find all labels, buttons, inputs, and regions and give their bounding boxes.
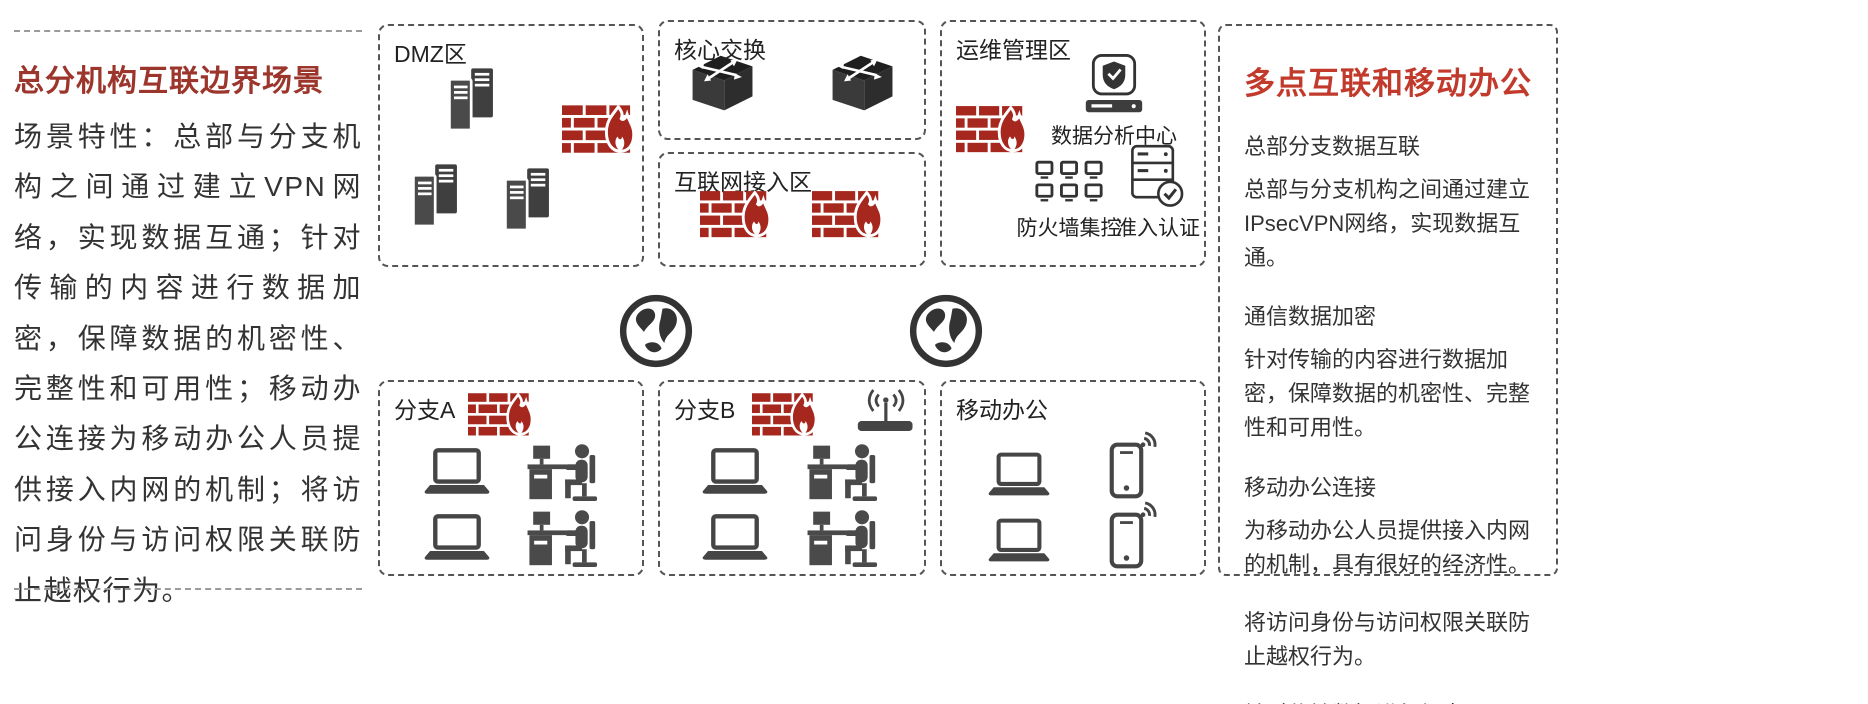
wireless-ap-icon bbox=[856, 388, 918, 434]
server-icon bbox=[500, 168, 558, 234]
workstation-user-icon bbox=[526, 440, 608, 502]
firewall-icon bbox=[562, 104, 636, 160]
laptop-icon bbox=[702, 514, 768, 562]
section-body: 总部与分支机构之间通过建立IPsecVPN网络，实现数据互通。 bbox=[1244, 177, 1531, 271]
right-panel-section: 总部分支数据互联 总部与分支机构之间通过建立IPsecVPN网络，实现数据互通。 bbox=[1244, 129, 1532, 275]
server-check-icon bbox=[1128, 144, 1186, 210]
access-auth-label: 准入认证 bbox=[1116, 217, 1200, 240]
zone-internet-access-label: 互联网接入区 bbox=[674, 169, 812, 195]
zone-mobile-office: 移动办公 bbox=[940, 380, 1206, 576]
workstation-user-icon bbox=[806, 506, 888, 568]
zone-branch-a-label: 分支A bbox=[394, 397, 456, 423]
switch-icon bbox=[822, 52, 896, 116]
smartphone-icon bbox=[1106, 430, 1158, 500]
firewall-icon bbox=[468, 392, 534, 442]
switch-icon bbox=[682, 52, 756, 116]
firewall-icon bbox=[812, 190, 884, 244]
left-panel-bottom-divider bbox=[14, 588, 362, 590]
section-body: 针对传输的内容进行数据加密，保障数据的机密性、完整性和可用性。 bbox=[1244, 347, 1531, 441]
laptop-icon bbox=[988, 518, 1050, 564]
right-panel-section: 通信数据加密 针对传输的内容进行数据加密，保障数据的机密性、完整性和可用性。 bbox=[1244, 299, 1532, 445]
right-panel-title: 多点互联和移动办公 bbox=[1244, 66, 1532, 101]
globe-icon bbox=[909, 294, 983, 368]
server-icon bbox=[444, 68, 502, 134]
cluster-grid-icon bbox=[1034, 160, 1104, 206]
zone-core-switch: 核心交换 bbox=[658, 20, 926, 140]
section-heading: 通信数据加密 bbox=[1244, 304, 1377, 330]
shield-server-icon bbox=[1074, 54, 1154, 116]
zone-dmz: DMZ区 bbox=[378, 24, 644, 267]
section-body: 针对传输数据进行加密。 bbox=[1244, 698, 1532, 704]
workstation-user-icon bbox=[806, 440, 888, 502]
laptop-icon bbox=[424, 448, 490, 496]
firewall-icon bbox=[752, 392, 818, 442]
section-body: 将访问身份与访问权限关联防止越权行为。 bbox=[1244, 609, 1531, 669]
laptop-icon bbox=[988, 452, 1050, 498]
right-panel-section: 将访问身份与访问权限关联防止越权行为。 bbox=[1244, 606, 1532, 674]
zone-ops-management-label: 运维管理区 bbox=[956, 37, 1071, 63]
section-heading: 总部分支数据互联 bbox=[1244, 134, 1421, 159]
left-panel: 总分机构互联边界场景 场景特性：总部与分支机构之间通过建立VPN网络，实现数据互… bbox=[14, 30, 362, 606]
firewall-icon bbox=[700, 190, 772, 244]
zone-ops-management: 运维管理区 数据分析中心 防火墙集控 准入认证 bbox=[940, 20, 1206, 267]
section-body: 为移动办公人员提供接入内网的机制，具有很好的经济性。 bbox=[1244, 517, 1531, 577]
zone-internet-access: 互联网接入区 bbox=[658, 152, 926, 267]
globe-icon bbox=[619, 294, 693, 368]
zone-branch-a: 分支A bbox=[378, 380, 644, 576]
left-panel-top-divider bbox=[14, 30, 362, 32]
firewall-cluster-label: 防火墙集控 bbox=[1016, 217, 1122, 240]
left-panel-body: 场景特性：总部与分支机构之间通过建立VPN网络，实现数据互通；针对传输的内容进行… bbox=[14, 121, 362, 606]
right-panel-section: 移动办公连接 为移动办公人员提供接入内网的机制，具有很好的经济性。 bbox=[1244, 470, 1532, 582]
smartphone-icon bbox=[1106, 500, 1158, 570]
laptop-icon bbox=[702, 448, 768, 496]
section-heading: 移动办公连接 bbox=[1244, 474, 1377, 500]
workstation-user-icon bbox=[526, 506, 608, 568]
zone-branch-b-label: 分支B bbox=[674, 397, 736, 423]
right-panel: 多点互联和移动办公 总部分支数据互联 总部与分支机构之间通过建立IPsecVPN… bbox=[1218, 24, 1558, 704]
zone-mobile-office-label: 移动办公 bbox=[956, 397, 1048, 423]
server-icon bbox=[408, 164, 466, 230]
zone-dmz-label: DMZ区 bbox=[394, 41, 467, 67]
zone-branch-b: 分支B bbox=[658, 380, 926, 576]
laptop-icon bbox=[424, 514, 490, 562]
data-analysis-center-label: 数据分析中心 bbox=[1051, 125, 1177, 148]
left-panel-title: 总分机构互联边界场景 bbox=[14, 65, 324, 98]
right-panel-section: 针对传输数据进行加密。 bbox=[1244, 698, 1532, 704]
firewall-icon bbox=[956, 104, 1028, 160]
